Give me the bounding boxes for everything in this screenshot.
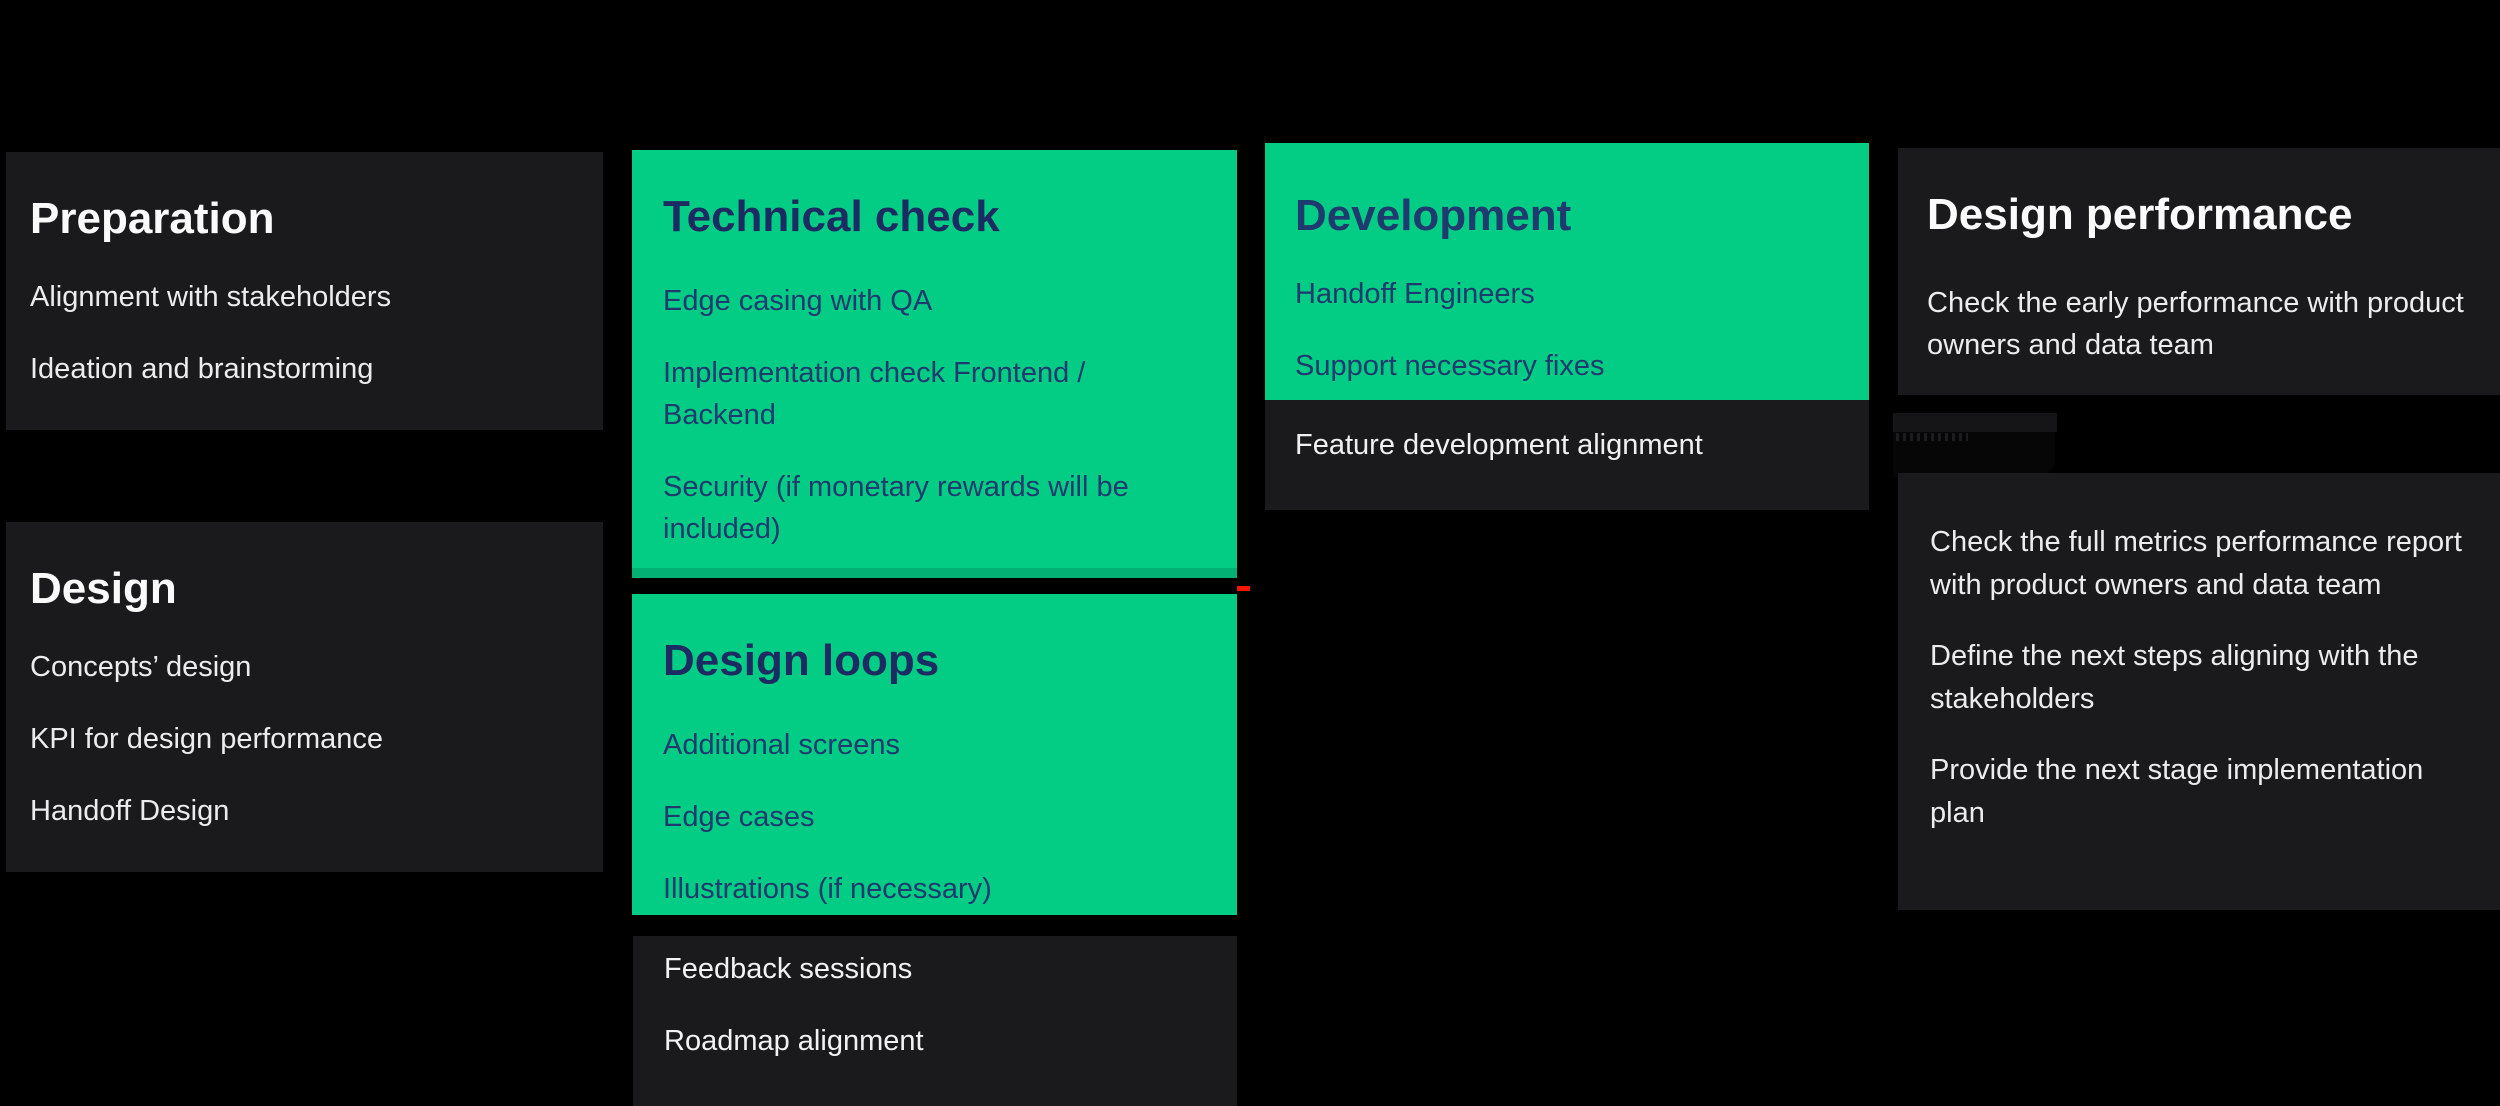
list-item: Handoff Engineers xyxy=(1295,278,1535,310)
list-item: Edge casing with QA xyxy=(663,285,933,317)
card-design-loops[interactable]: Design loops Additional screens Edge cas… xyxy=(632,594,1237,915)
card-development-dark-section: Feature development alignment xyxy=(1265,400,1869,510)
list-item: KPI for design performance xyxy=(30,723,384,755)
redacted-note-top xyxy=(1893,413,2057,432)
list-item: Handoff Design xyxy=(30,795,230,827)
list-item: Feature development alignment xyxy=(1295,429,1703,461)
card-design[interactable]: Design Concepts’ design KPI for design p… xyxy=(6,522,603,872)
list-item: Check the full metrics performance repor… xyxy=(1930,526,2462,601)
card-development-title: Development xyxy=(1295,191,1572,240)
redacted-note-marks xyxy=(1896,433,1968,441)
card-design-performance-title: Design performance xyxy=(1927,190,2353,239)
card-design-loops-title: Design loops xyxy=(663,636,940,685)
card-technical-check-title: Technical check xyxy=(663,192,1000,241)
list-item: Edge cases xyxy=(663,801,815,833)
list-item: Ideation and brainstorming xyxy=(30,353,374,385)
list-item: Feedback sessions xyxy=(664,953,913,985)
list-item: Implementation check Frontend / Backend xyxy=(663,357,1086,431)
card-development-green-section: Development Handoff Engineers Support ne… xyxy=(1265,143,1869,400)
list-item: Concepts’ design xyxy=(30,651,252,683)
list-item: Illustrations (if necessary) xyxy=(663,873,992,905)
card-design-performance-details[interactable]: Check the full metrics performance repor… xyxy=(1898,473,2500,910)
card-design-performance[interactable]: Design performance Check the early perfo… xyxy=(1898,148,2500,395)
list-item: Define the next steps aligning with the … xyxy=(1930,640,2419,715)
redacted-note xyxy=(1893,413,2057,477)
card-design-title: Design xyxy=(30,564,177,613)
list-item: Support necessary fixes xyxy=(1295,350,1605,382)
list-item: Alignment with stakeholders xyxy=(30,281,392,313)
list-item: Roadmap alignment xyxy=(664,1025,924,1057)
card-preparation[interactable]: Preparation Alignment with stakeholders … xyxy=(6,152,603,430)
list-item: Security (if monetary rewards will be in… xyxy=(663,471,1129,545)
card-design-loops-notes[interactable]: Feedback sessions Roadmap alignment xyxy=(633,936,1237,1106)
red-tick-marker xyxy=(1237,586,1250,591)
list-item: Check the early performance with product… xyxy=(1927,287,2464,361)
list-item: Provide the next stage implementation pl… xyxy=(1930,754,2424,829)
list-item: Additional screens xyxy=(663,729,900,761)
card-preparation-title: Preparation xyxy=(30,194,275,243)
card-technical-check[interactable]: Technical check Edge casing with QA Impl… xyxy=(632,150,1237,578)
card-development[interactable]: Development Handoff Engineers Support ne… xyxy=(1265,143,1869,510)
